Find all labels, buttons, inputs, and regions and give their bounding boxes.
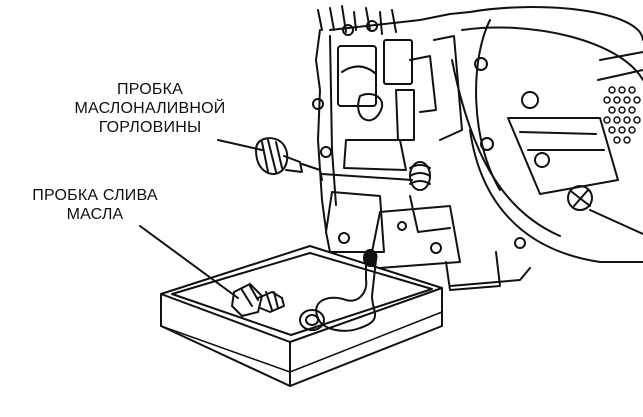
fill-cap-leader xyxy=(217,139,263,151)
label-oil-fill-cap: ПРОБКА МАСЛОНАЛИВНОЙ ГОРЛОВИНЫ xyxy=(0,80,300,137)
blower-housing xyxy=(451,6,643,263)
label-drain-plug: ПРОБКА СЛИВА МАСЛА xyxy=(0,186,190,224)
oil-fill-cap xyxy=(255,137,323,181)
label-oil-fill-cap-line-3: ГОРЛОВИНЫ xyxy=(98,119,202,136)
drain-plug-leader xyxy=(139,225,239,299)
label-oil-fill-cap-line-1: ПРОБКА xyxy=(117,81,183,98)
oil-fill-neck xyxy=(321,161,431,191)
label-drain-plug-line-1: ПРОБКА СЛИВА xyxy=(32,187,158,204)
label-drain-plug-line-2: МАСЛА xyxy=(66,206,124,223)
drain-plug xyxy=(231,283,285,317)
engine-block xyxy=(312,5,531,291)
label-oil-fill-cap-line-2: МАСЛОНАЛИВНОЙ xyxy=(74,100,226,117)
drain-pan xyxy=(160,245,443,387)
sealing-washer xyxy=(299,309,325,331)
